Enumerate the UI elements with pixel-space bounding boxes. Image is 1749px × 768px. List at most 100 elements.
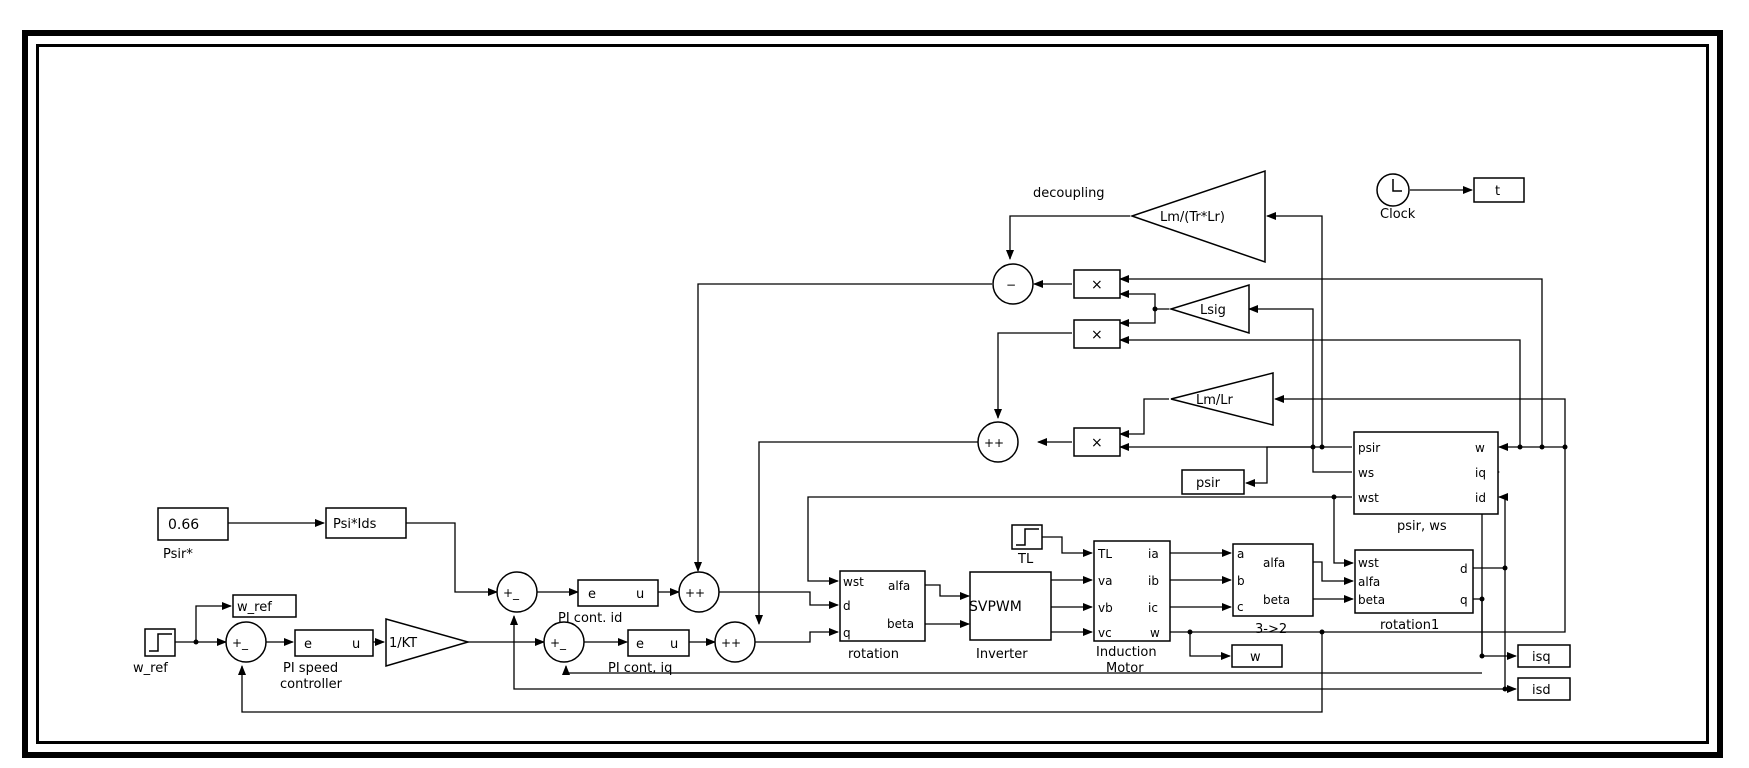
- junction-dots: [193, 306, 1568, 692]
- lsig-gain-block[interactable]: [1168, 283, 1250, 335]
- clock-block[interactable]: [1376, 173, 1410, 207]
- decoupling-caption: decoupling: [1033, 186, 1105, 201]
- product-block-bottom[interactable]: [1073, 427, 1121, 457]
- conv32-port: c: [1237, 600, 1244, 614]
- psir-ws-caption: psir, ws: [1397, 519, 1447, 534]
- sum-iq-signs: +_: [550, 636, 567, 650]
- pi-id-block[interactable]: [577, 579, 659, 607]
- motor-port: vc: [1098, 626, 1112, 640]
- psir-ws-block[interactable]: [1353, 431, 1499, 515]
- conv32-port: b: [1237, 574, 1245, 588]
- psir-display-label: psir: [1196, 476, 1221, 491]
- t-display-label: t: [1495, 184, 1500, 199]
- step-icon: [1016, 528, 1039, 546]
- product-block-top[interactable]: [1073, 269, 1121, 299]
- pi-speed-out: u: [352, 637, 360, 652]
- sum-mid-signs: ++: [984, 436, 1004, 450]
- pi-speed-caption: PI speed: [283, 661, 338, 676]
- gain-kt-block[interactable]: [385, 618, 471, 668]
- decoupling-gain-block[interactable]: [1129, 169, 1266, 264]
- tl-caption: TL: [1017, 552, 1034, 567]
- sum-id-signs: +_: [503, 586, 520, 600]
- sum-top[interactable]: [992, 263, 1034, 305]
- lmlr-gain-block[interactable]: [1170, 372, 1274, 426]
- conv32-port: beta: [1263, 593, 1290, 607]
- pi-id-out: u: [636, 587, 644, 602]
- clock-icon: [1392, 179, 1402, 192]
- conv32-port: alfa: [1263, 556, 1285, 570]
- motor-port: TL: [1097, 547, 1112, 561]
- motor-port: ib: [1148, 574, 1159, 588]
- motor-port: ic: [1148, 601, 1158, 615]
- product-bottom-label: ×: [1091, 435, 1103, 451]
- psir-ws-port: ws: [1358, 466, 1374, 480]
- constant-caption: Psir*: [163, 547, 193, 562]
- sum-speed[interactable]: [225, 621, 267, 663]
- psi-ids-block[interactable]: [325, 507, 407, 539]
- rotation-block[interactable]: [839, 570, 926, 642]
- sum-iq[interactable]: [543, 621, 585, 663]
- rotation1-port: beta: [1358, 593, 1385, 607]
- lmlr-label: Lm/Lr: [1196, 393, 1234, 408]
- product-block-mid[interactable]: [1073, 319, 1121, 349]
- step-icon: [149, 633, 172, 652]
- sum-vd[interactable]: [678, 571, 720, 613]
- sum-top-sign: −: [1006, 278, 1016, 292]
- rotation-port: beta: [887, 617, 914, 631]
- rotation1-port: d: [1460, 562, 1468, 576]
- isq-display-block[interactable]: [1517, 644, 1571, 668]
- svpwm-block[interactable]: [969, 571, 1052, 641]
- constant-block[interactable]: [157, 507, 229, 541]
- pi-speed-caption: controller: [280, 677, 343, 692]
- wref-display-label: w_ref: [237, 600, 272, 615]
- conv32-caption: 3->2: [1255, 622, 1287, 637]
- sum-vq[interactable]: [714, 621, 756, 663]
- rotation1-port: wst: [1358, 556, 1379, 570]
- pi-iq-out: u: [670, 637, 678, 652]
- rotation1-caption: rotation1: [1380, 618, 1439, 633]
- sum-speed-signs: +_: [232, 636, 249, 650]
- w-display-block[interactable]: [1231, 644, 1283, 668]
- sum-vq-signs: ++: [721, 636, 741, 650]
- sum-mid[interactable]: [977, 421, 1019, 463]
- psir-display-block[interactable]: [1181, 469, 1245, 495]
- psir-ws-port: wst: [1358, 491, 1379, 505]
- pi-id-caption: PI cont. id: [558, 611, 622, 626]
- motor-port: ia: [1148, 547, 1159, 561]
- rotation-port: alfa: [888, 579, 910, 593]
- t-display-block[interactable]: [1473, 177, 1525, 203]
- pi-speed-in: e: [304, 637, 312, 652]
- isq-label: isq: [1532, 650, 1551, 665]
- wref-step-block[interactable]: [144, 628, 176, 657]
- sum-id[interactable]: [496, 571, 538, 613]
- clock-caption: Clock: [1380, 207, 1416, 222]
- pi-iq-block[interactable]: [627, 629, 690, 657]
- rotation-port: wst: [843, 575, 864, 589]
- w-display-label: w: [1250, 650, 1261, 665]
- conv32-port: a: [1237, 547, 1244, 561]
- conv32-block[interactable]: [1232, 543, 1314, 617]
- rotation1-port: alfa: [1358, 575, 1380, 589]
- psir-ws-port: iq: [1475, 466, 1486, 480]
- isd-display-block[interactable]: [1517, 677, 1571, 701]
- motor-block[interactable]: [1093, 540, 1171, 642]
- wref-step-caption: w_ref: [133, 661, 168, 676]
- rotation-port: d: [843, 599, 851, 613]
- pi-iq-caption: PI cont, iq: [608, 661, 672, 676]
- rotation-port: q: [843, 626, 851, 640]
- rotation1-port: q: [1460, 593, 1468, 607]
- svpwm-label: SVPWM: [969, 599, 1022, 615]
- psir-ws-port: psir: [1358, 441, 1380, 455]
- decoupling-gain-label: Lm/(Tr*Lr): [1160, 210, 1225, 225]
- psir-ws-port: id: [1475, 491, 1486, 505]
- wref-display-block[interactable]: [232, 594, 297, 618]
- rotation-caption: rotation: [848, 647, 899, 662]
- svpwm-caption: Inverter: [976, 647, 1028, 662]
- pi-speed-block[interactable]: [294, 629, 374, 657]
- sum-vd-signs: ++: [685, 586, 705, 600]
- motor-port: w: [1150, 626, 1160, 640]
- rotation1-block[interactable]: [1354, 549, 1474, 614]
- lsig-label: Lsig: [1200, 303, 1226, 318]
- constant-value: 0.66: [168, 517, 199, 533]
- motor-caption: Induction: [1096, 645, 1157, 660]
